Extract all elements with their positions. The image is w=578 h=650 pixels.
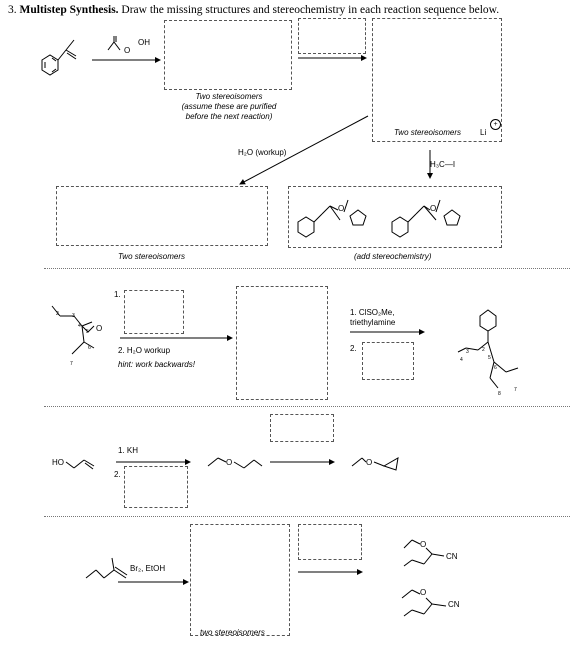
row-separator-3 (44, 516, 570, 517)
alkene-sm-r4 (85, 557, 128, 579)
r-num-6: 6 (494, 365, 497, 371)
box4-caption: Two stereoisomers (118, 252, 185, 261)
starting-material-r1 (41, 39, 77, 76)
allyl-ether-r3 (207, 457, 263, 469)
r2-step2: 2. H₂O workup (118, 346, 171, 355)
answer-box-r1-3[interactable] (372, 18, 502, 142)
answer-box-r3-1[interactable] (270, 414, 334, 442)
reagent-o-label: O (124, 46, 131, 55)
r4-cn-1: CN (446, 552, 458, 561)
r2-reagent-2: 2. (350, 344, 357, 353)
ether-o-label-1: O (338, 204, 345, 213)
answer-box-r2-reagent2[interactable] (362, 342, 414, 380)
workup-label: H₂O (workup) (238, 148, 287, 157)
r2-hint: hint: work backwards! (118, 360, 195, 369)
num-7: 7 (70, 361, 73, 367)
product-r1-b (391, 199, 461, 238)
r-num-3: 3 (466, 349, 469, 355)
r4-o-2: O (420, 588, 427, 597)
peracid-reagent (107, 36, 121, 51)
answer-box-r2-reagent[interactable] (124, 290, 184, 334)
answer-box-r1-2[interactable] (298, 18, 366, 54)
hydroxyl-label: HO (52, 458, 64, 467)
answer-box-r4-2[interactable] (298, 524, 362, 560)
r3-step2: 2. (114, 470, 121, 479)
r3-step1: 1. KH (118, 446, 139, 455)
product-r2 (457, 309, 519, 389)
box1-caption-line2: (assume these are purified (181, 102, 277, 111)
problem-title-rest: Draw the missing structures and stereoch… (118, 4, 500, 16)
problem-number: 3. (8, 4, 17, 16)
box5-caption: (add stereochemistry) (354, 252, 432, 261)
r4-caption: two stereoisomers (200, 628, 265, 637)
cyclopropyl-ether-r3 (351, 457, 399, 471)
r2-reagent-1b: triethylamine (350, 318, 396, 327)
r4-cn-2: CN (448, 600, 460, 609)
allyl-alcohol-r3 (65, 459, 95, 470)
r4-o-1: O (420, 540, 427, 549)
lithium-label: Li (480, 128, 487, 137)
r2-reagent-1: 1. ClSO₂Me, (350, 308, 395, 317)
r-num-2: 2 (482, 347, 485, 353)
box1-caption-line3: before the next reaction) (185, 112, 273, 121)
box3-caption: Two stereoisomers (394, 128, 461, 137)
epoxide-sm-r2 (51, 305, 95, 355)
num-4: 4 (78, 323, 81, 329)
structure-box-r1-5 (288, 186, 502, 248)
positive-charge: + (490, 119, 501, 130)
r-num-5: 5 (488, 355, 491, 361)
problem-title-bold: Multistep Synthesis. (19, 4, 119, 16)
nitrile-product-b (401, 589, 447, 617)
answer-box-r3-2[interactable] (124, 466, 188, 508)
box1-caption-line1: Two stereoisomers (195, 92, 263, 101)
answer-box-r1-1[interactable] (164, 20, 292, 90)
answer-box-r2-product[interactable] (236, 286, 328, 400)
cyclopropyl-ether-o: O (366, 458, 373, 467)
arrow-r1-workup (239, 115, 369, 185)
r2-step1: 1. (114, 290, 121, 299)
row-separator-2 (44, 406, 570, 407)
product-r1-a (297, 199, 367, 238)
allyl-ether-o: O (226, 458, 233, 467)
reagent-oh-label: OH (138, 38, 150, 47)
r4-reagent: Br₂, EtOH (130, 564, 166, 573)
answer-box-r4-1[interactable] (190, 524, 290, 636)
ether-o-label-2: O (430, 204, 437, 213)
row-separator-1 (44, 268, 570, 269)
num-2: 2 (56, 311, 59, 317)
epoxide-o-label: O (96, 324, 103, 333)
r-num-7: 7 (514, 387, 517, 393)
r-num-4: 4 (460, 357, 463, 363)
num-6: 6 (88, 345, 91, 351)
answer-box-r1-4[interactable] (56, 186, 268, 246)
nitrile-product-a (403, 539, 445, 567)
r-num-8: 8 (498, 391, 501, 397)
problem-title: 3. Multistep Synthesis. Draw the missing… (8, 4, 499, 16)
methyl-iodide-label: H₃C—I (430, 160, 456, 169)
